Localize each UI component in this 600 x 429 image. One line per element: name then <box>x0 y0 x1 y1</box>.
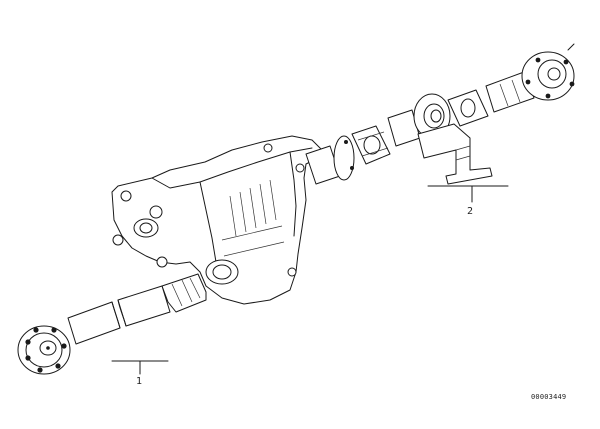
flex-disc-joint <box>17 325 71 375</box>
transfer-case <box>111 135 323 305</box>
diagram-id-label: 00003449 <box>531 393 567 401</box>
center-support-bearing <box>413 93 493 185</box>
rear-propeller-shaft <box>305 43 575 203</box>
callout-label-2: 2 <box>467 206 474 217</box>
front-propeller-shaft <box>17 273 207 375</box>
callout-label-1: 1 <box>136 376 143 387</box>
